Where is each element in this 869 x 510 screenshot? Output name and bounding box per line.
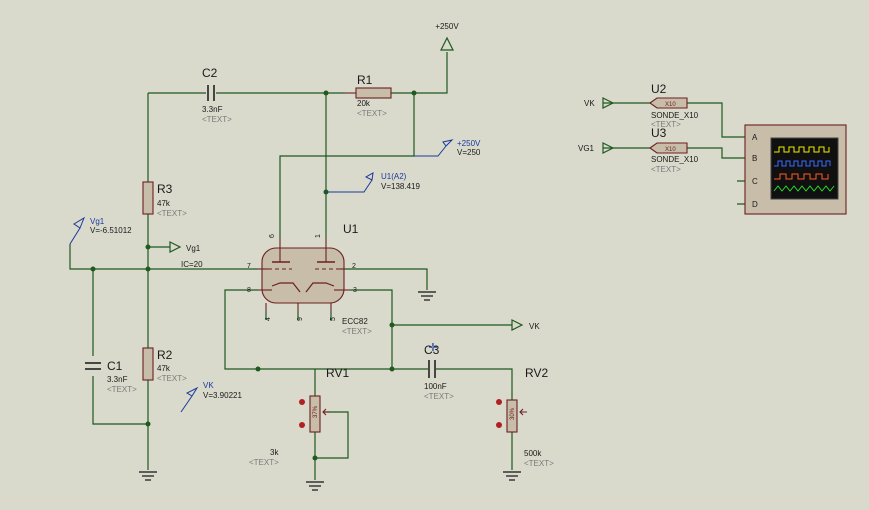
r1-text: <TEXT>: [357, 109, 387, 118]
ground-symbol: [139, 471, 157, 481]
probe-u2[interactable]: X10 U2 SONDE_X10 <TEXT>: [649, 82, 699, 129]
pin-5: 5: [330, 317, 337, 321]
potentiometer-rv2[interactable]: 30% RV2 500k <TEXT>: [496, 366, 554, 468]
c1-text: <TEXT>: [107, 385, 137, 394]
r1-value: 20k: [357, 99, 371, 108]
rv2-increment-button[interactable]: [496, 422, 502, 428]
u2-ref: U2: [651, 82, 667, 96]
u2-value: SONDE_X10: [651, 111, 699, 120]
r2-value: 47k: [157, 364, 171, 373]
u1-value: ECC82: [342, 317, 368, 326]
r3-ref: R3: [157, 182, 173, 196]
supply-label: +250V: [435, 22, 459, 31]
rv2-text: <TEXT>: [524, 459, 554, 468]
pin-4: 4: [265, 317, 272, 321]
u1-text: <TEXT>: [342, 327, 372, 336]
channel-a-label: A: [752, 133, 758, 142]
wires: [69, 52, 745, 480]
terminal-vg1-input-label: VG1: [578, 144, 595, 153]
terminal-vg1-output-label: Vg1: [186, 244, 201, 253]
voltage-probe-250v[interactable]: +250V V=250: [414, 139, 481, 157]
u3-value: SONDE_X10: [651, 155, 699, 164]
probe-u1a2-value: V=138.419: [381, 182, 420, 191]
probe-vk-name: VK: [203, 381, 214, 390]
u3-ref: U3: [651, 126, 667, 140]
ic-label: IC=20: [181, 260, 203, 269]
probe-u3[interactable]: X10 U3 SONDE_X10 <TEXT>: [649, 126, 699, 174]
voltage-probe-vg1[interactable]: Vg1 V=-6.51012: [69, 216, 132, 245]
r1-ref: R1: [357, 73, 373, 87]
pin-3: 3: [353, 287, 357, 294]
ground-symbol: [418, 291, 436, 301]
resistor-r1[interactable]: R1 20k <TEXT>: [345, 73, 392, 118]
capacitor-c3[interactable]: C3 ✛ 100nF <TEXT>: [424, 342, 454, 401]
r3-text: <TEXT>: [157, 209, 187, 218]
probe-vg1-name: Vg1: [90, 217, 105, 226]
r2-text: <TEXT>: [157, 374, 187, 383]
ground-symbol: [306, 481, 324, 491]
channel-c-label: C: [752, 177, 758, 186]
rv1-value: 3k: [270, 448, 279, 457]
rv2-percent: 30%: [510, 407, 516, 420]
probe-u1a2-name: U1(A2): [381, 172, 407, 181]
terminal-vk-output-label: VK: [529, 322, 540, 331]
rv1-text: <TEXT>: [249, 458, 279, 467]
pin-2: 2: [352, 263, 356, 270]
c2-value: 3.3nF: [202, 105, 223, 114]
terminal-vg1-input[interactable]: VG1: [578, 142, 615, 154]
rv1-percent: 37%: [313, 405, 319, 418]
terminal-vk-input[interactable]: VK: [584, 97, 615, 109]
rv2-value: 500k: [524, 449, 542, 458]
r3-value: 47k: [157, 199, 171, 208]
probe-vk-value: V=3.90221: [203, 391, 242, 400]
rv1-ref: RV1: [326, 366, 349, 380]
probe-250v-name: +250V: [457, 139, 481, 148]
channel-b-label: B: [752, 154, 757, 163]
terminal-vk-input-label: VK: [584, 99, 595, 108]
channel-d-label: D: [752, 200, 758, 209]
probe-vg1-value: V=-6.51012: [90, 226, 132, 235]
rv2-decrement-button[interactable]: [496, 399, 502, 405]
capacitor-c2[interactable]: C2 3.3nF <TEXT>: [202, 66, 232, 124]
u2-text: <TEXT>: [651, 120, 681, 129]
rv1-decrement-button[interactable]: [299, 399, 305, 405]
terminal-vk-output[interactable]: VK: [511, 319, 540, 331]
c3-value: 100nF: [424, 382, 447, 391]
probe-250v-value: V=250: [457, 148, 481, 157]
potentiometer-rv1[interactable]: 37% RV1 3k <TEXT>: [249, 366, 349, 467]
u2-inner-label: X10: [665, 102, 676, 108]
c1-value: 3.3nF: [107, 375, 128, 384]
pin-1: 1: [315, 234, 322, 238]
pin-7: 7: [247, 263, 251, 270]
c1-ref: C1: [107, 359, 123, 373]
tube-u1[interactable]: 6 1 7 2 8 3 4 9 5 U1 ECC82 <TEXT>: [247, 222, 372, 336]
c2-text: <TEXT>: [202, 115, 232, 124]
c3-ref: C3: [424, 343, 440, 357]
capacitor-c1[interactable]: C1 3.3nF <TEXT>: [85, 356, 137, 394]
resistor-r3[interactable]: R3 47k <TEXT>: [142, 181, 187, 218]
u3-text: <TEXT>: [651, 165, 681, 174]
oscilloscope[interactable]: A B C D: [744, 124, 847, 215]
r2-ref: R2: [157, 348, 173, 362]
c3-text: <TEXT>: [424, 392, 454, 401]
u1-ref: U1: [343, 222, 359, 236]
rv1-increment-button[interactable]: [299, 422, 305, 428]
junction-dots: [90, 90, 417, 461]
terminal-vg1-output[interactable]: Vg1: [169, 241, 201, 253]
c2-ref: C2: [202, 66, 218, 80]
pin-8: 8: [247, 287, 251, 294]
voltage-probe-u1a2[interactable]: U1(A2) V=138.419: [326, 172, 420, 193]
pin-9: 9: [297, 317, 304, 321]
supply-terminal[interactable]: +250V: [435, 22, 459, 51]
oscilloscope-traces: [773, 146, 835, 192]
voltage-probe-vk[interactable]: VK V=3.90221: [180, 381, 242, 413]
c3-cursor-icon: ✛: [428, 342, 437, 354]
ground-symbol: [503, 471, 521, 481]
resistor-r2[interactable]: R2 47k <TEXT>: [142, 347, 187, 383]
pin-6: 6: [269, 234, 276, 238]
u3-inner-label: X10: [665, 147, 676, 153]
rv2-ref: RV2: [525, 366, 548, 380]
